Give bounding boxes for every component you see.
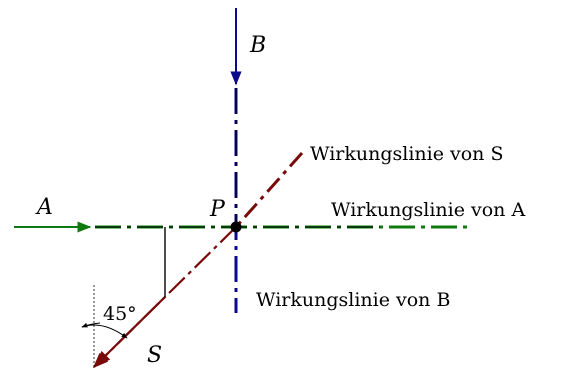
label-line-b: Wirkungslinie von B — [256, 289, 450, 311]
label-force-s: S — [147, 343, 162, 368]
label-force-b: B — [249, 33, 266, 58]
angle-arc-start — [81, 322, 101, 328]
label-angle: 45° — [103, 303, 137, 325]
line-of-action-s — [234, 152, 304, 228]
point-p — [230, 221, 242, 233]
label-line-a: Wirkungslinie von A — [331, 199, 525, 221]
label-force-a: A — [35, 195, 53, 220]
label-point-p: P — [209, 197, 226, 222]
label-line-s: Wirkungslinie von S — [310, 143, 503, 165]
force-s-arrow-solid — [94, 296, 166, 367]
angle-arc — [81, 324, 128, 339]
